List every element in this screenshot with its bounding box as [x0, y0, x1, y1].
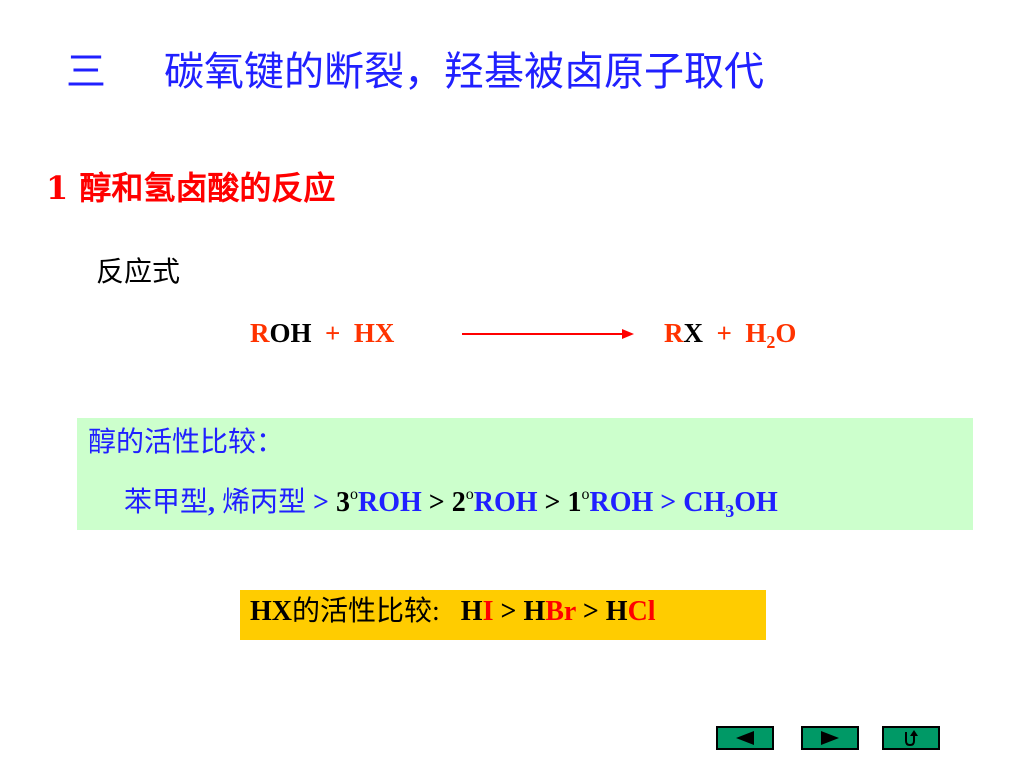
product-x: X: [683, 318, 704, 348]
equation-products: RX + H2O: [664, 318, 797, 352]
section-heading: 1 醇和氢卤酸的反应: [46, 169, 336, 207]
reactant-oh: OH: [269, 318, 312, 348]
slide-title: 三 碳氧键的断裂，羟基被卤原子取代: [66, 52, 764, 92]
reaction-arrow-icon: [462, 329, 634, 339]
hx-reactivity-order: HX的活性比较: HI > HBr > HCl: [250, 596, 656, 627]
return-arrow-icon: [905, 730, 918, 747]
equation-reactants: ROH + HX: [250, 320, 394, 347]
equation-label: 反应式: [96, 255, 181, 288]
title-number: 三: [66, 49, 106, 95]
alcohol-reactivity-box: [77, 418, 973, 530]
triangle-left-icon: [736, 731, 754, 745]
prev-slide-button[interactable]: [716, 726, 774, 750]
reactant-r: R: [250, 318, 270, 348]
product-r: R: [664, 318, 684, 348]
return-button[interactable]: [882, 726, 940, 750]
plus-sign: +: [325, 318, 341, 348]
plus-sign: +: [716, 318, 732, 348]
alcohol-reactivity-order: 苯甲型, 烯丙型 > 3oROH > 2oROH > 1oROH > CH3OH: [124, 486, 778, 521]
reactant-hx: HX: [353, 318, 395, 348]
title-text: 碳氧键的断裂，羟基被卤原子取代: [164, 49, 764, 95]
hx-reactivity-box: [240, 590, 766, 640]
alcohol-reactivity-title: 醇的活性比较：: [88, 425, 285, 458]
product-water: H2O: [745, 318, 797, 352]
next-slide-button[interactable]: [801, 726, 859, 750]
triangle-right-icon: [821, 731, 839, 745]
